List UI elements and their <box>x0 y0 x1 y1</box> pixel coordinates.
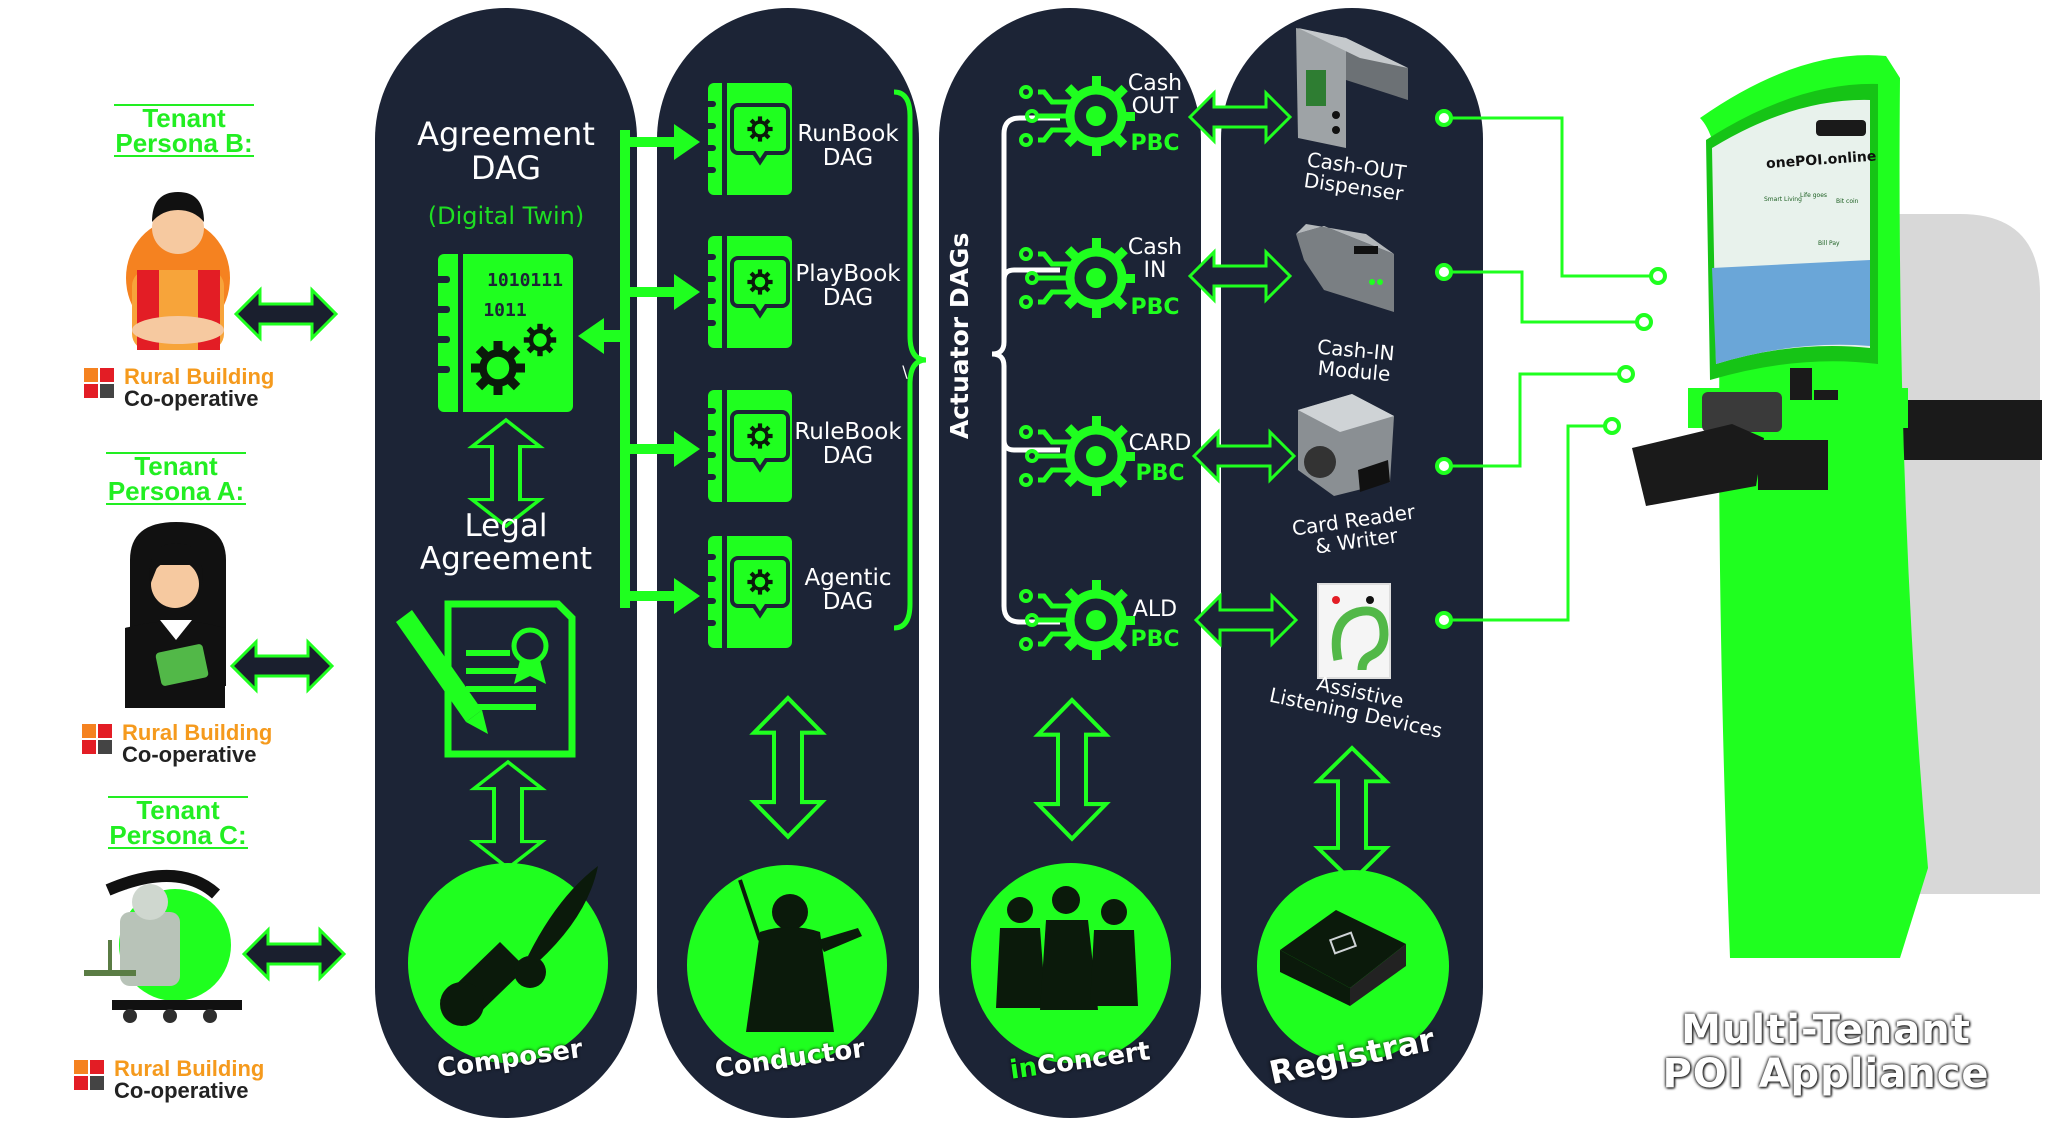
poi-kiosk <box>1632 55 2042 958</box>
actuator-dags-label: Actuator DAGs <box>944 232 974 440</box>
tenant-a-avatar <box>125 522 226 708</box>
tenant-b-label: Tenant Persona B: <box>115 103 253 158</box>
tenant-c-avatar <box>84 869 242 1023</box>
inconcert-label-prefix: in <box>1008 1052 1040 1086</box>
coop-logo-1 <box>84 368 114 398</box>
legal-agreement-label: Legal Agreement <box>419 508 593 577</box>
coop-logo-2 <box>82 724 112 754</box>
inconcert-label-rest: Concert <box>1035 1036 1152 1082</box>
cash-in-module-icon <box>1296 224 1394 312</box>
cash-out-label: Cash OUT <box>1127 71 1183 120</box>
conductor-mark: \ <box>902 362 908 381</box>
kiosk-screen-4: Bill Pay <box>1818 240 1840 247</box>
registrar-column <box>1221 8 1483 1118</box>
card-label: CARD <box>1128 431 1192 456</box>
ald-label: ALD <box>1132 597 1178 622</box>
card-reader-icon <box>1298 394 1394 496</box>
legal-agreement-icon <box>396 600 576 758</box>
cash-out-dispenser-icon <box>1296 28 1408 148</box>
tenant-b-avatar <box>126 192 230 350</box>
conductor-label: Conductor <box>712 1033 867 1085</box>
agentic-label: Agentic DAG <box>804 565 892 616</box>
coop-1-type: Co-operative <box>124 386 259 411</box>
conductor-badge <box>687 865 887 1065</box>
agreement-to-dags-connector <box>578 124 700 614</box>
dag-brace <box>893 89 927 631</box>
tenant-a-label: Tenant Persona A: <box>107 451 245 506</box>
kiosk-brand: onePOI.online <box>1765 148 1877 173</box>
coop-logo-3 <box>74 1060 104 1090</box>
agreement-dag-title: Agreement DAG <box>417 115 595 187</box>
card-reader-label: Card Reader & Writer <box>1290 499 1417 559</box>
card-pbc: PBC <box>1135 461 1185 486</box>
kiosk-screen-1: Smart Living <box>1764 196 1802 203</box>
binary-line-1: 1010111 <box>487 270 563 291</box>
device-connectors <box>1452 116 1658 622</box>
kiosk-screen-3: Bit coin <box>1836 198 1859 205</box>
assistive-listening-icon <box>1317 583 1391 679</box>
agreement-dag-subtitle: (Digital Twin) <box>427 202 585 230</box>
playbook-label: PlayBook DAG <box>795 261 901 312</box>
inconcert-badge <box>971 863 1171 1063</box>
connector-dots <box>1435 109 1667 629</box>
ald-pbc: PBC <box>1130 627 1180 652</box>
composer-label: Composer <box>435 1033 585 1085</box>
coop-3-name: Rural Building <box>114 1056 265 1081</box>
cash-in-module-label: Cash-IN Module <box>1316 334 1396 387</box>
binary-line-2: 1011 <box>483 300 527 321</box>
inconcert-label: inConcert <box>999 1035 1162 1087</box>
coop-2-name: Rural Building <box>122 720 273 745</box>
cash-out-pbc: PBC <box>1130 131 1180 156</box>
assistive-listening-label: Assistive Listening Devices <box>1267 671 1445 743</box>
runbook-label: RunBook DAG <box>797 121 899 172</box>
rulebook-label: RuleBook DAG <box>794 419 902 470</box>
tenant-c-label: Tenant Persona C: <box>109 795 247 850</box>
registrar-badge <box>1257 870 1449 1062</box>
registrar-label: Registrar <box>1265 1019 1438 1093</box>
cash-in-pbc: PBC <box>1130 295 1180 320</box>
coop-2-type: Co-operative <box>122 742 257 767</box>
cash-out-dispenser-label: Cash-OUT Dispenser <box>1302 147 1408 206</box>
cash-in-label: Cash IN <box>1127 235 1183 284</box>
coop-3-type: Co-operative <box>114 1078 249 1103</box>
kiosk-screen-2: Life goes <box>1800 192 1828 199</box>
agreement-dag-icon <box>428 254 573 412</box>
actuator-bracket <box>991 115 1060 625</box>
composer-badge <box>408 863 608 1063</box>
multi-tenant-caption: Multi-Tenant POI Appliance <box>1662 1007 1990 1097</box>
coop-1-name: Rural Building <box>124 364 275 389</box>
